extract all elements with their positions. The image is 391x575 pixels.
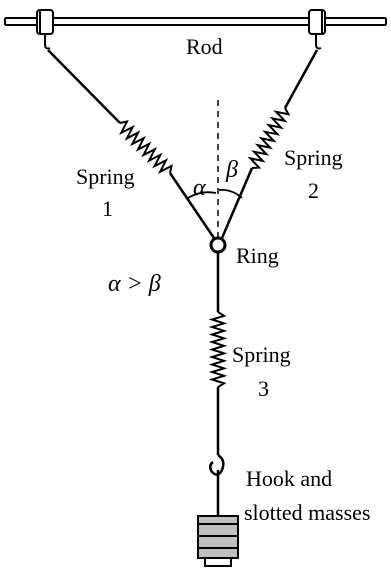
- rod-label: Rod: [186, 34, 223, 59]
- ring: [209, 236, 227, 254]
- hook: [209, 453, 225, 516]
- beta-label: β: [226, 157, 238, 183]
- spring-3-number: 3: [258, 376, 269, 401]
- inequality-label: α > β: [108, 271, 161, 297]
- spring-1: [47, 49, 216, 239]
- left-clamp: [36, 9, 54, 50]
- spring-3-label: Spring: [232, 342, 291, 367]
- spring-2-number: 2: [308, 178, 319, 203]
- ring-label: Ring: [236, 243, 279, 268]
- spring-2: [220, 49, 319, 239]
- rod: [4, 17, 387, 26]
- masses-label-line-2: slotted masses: [244, 500, 371, 525]
- spring-3: [208, 252, 228, 455]
- alpha-arc: [187, 191, 217, 199]
- spring-1-number: 1: [102, 196, 113, 221]
- slotted-masses: [197, 515, 239, 567]
- spring-1-label: Spring: [76, 164, 135, 189]
- masses-label: Hook and: [246, 466, 333, 491]
- spring-2-label: Spring: [284, 145, 343, 170]
- right-clamp: [308, 9, 326, 50]
- alpha-label: α: [193, 175, 206, 201]
- beta-arc: [218, 189, 243, 199]
